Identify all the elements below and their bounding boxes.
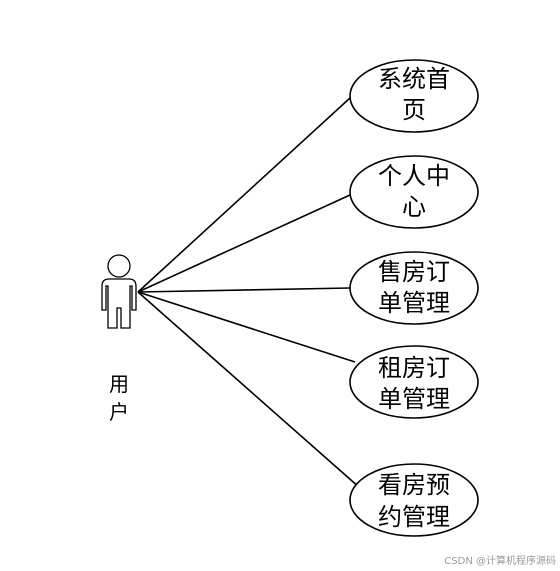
use-case-label-line2: 单管理 xyxy=(378,289,450,317)
use-case-viewing-appointments: 看房预 约管理 xyxy=(349,463,479,537)
watermark-text: CSDN @计算机程序源码 xyxy=(444,554,556,567)
association-line-rent-orders xyxy=(137,291,356,363)
actor-body xyxy=(101,278,137,329)
use-case-label-line1: 售房订 xyxy=(378,258,450,286)
association-line-personal-center xyxy=(137,194,351,293)
use-case-rent-orders: 租房订 单管理 xyxy=(349,345,479,419)
use-case-ellipse xyxy=(349,345,479,419)
use-case-label-line2: 单管理 xyxy=(378,385,450,413)
use-case-label-line2: 约管理 xyxy=(378,503,450,531)
actor-figure xyxy=(101,254,137,329)
actor-head xyxy=(107,254,131,278)
association-line-sale-orders xyxy=(137,287,351,293)
use-case-label-line1: 租房订 xyxy=(378,354,450,382)
use-case-label-line1: 看房预 xyxy=(378,471,450,499)
use-case-ellipse xyxy=(349,155,479,229)
use-case-sale-orders: 售房订 单管理 xyxy=(349,251,479,325)
actor-label-line1: 用 xyxy=(109,372,129,396)
association-line-viewing-appointments xyxy=(137,291,361,489)
use-case-personal-center: 个人中 心 xyxy=(349,155,479,229)
use-case-label-line1: 个人中 xyxy=(378,162,450,190)
use-case-label-line1: 系统首 xyxy=(378,65,450,93)
use-case-ellipse xyxy=(349,463,479,537)
use-case-ellipse xyxy=(349,251,479,325)
association-line-home xyxy=(137,97,351,293)
actor-label-line2: 户 xyxy=(109,400,129,424)
use-case-ellipse xyxy=(349,59,479,133)
associations xyxy=(137,97,361,489)
use-case-home: 系统首 页 xyxy=(349,59,479,133)
use-case-label-line2: 页 xyxy=(402,96,426,124)
use-case-label-line2: 心 xyxy=(402,193,426,221)
